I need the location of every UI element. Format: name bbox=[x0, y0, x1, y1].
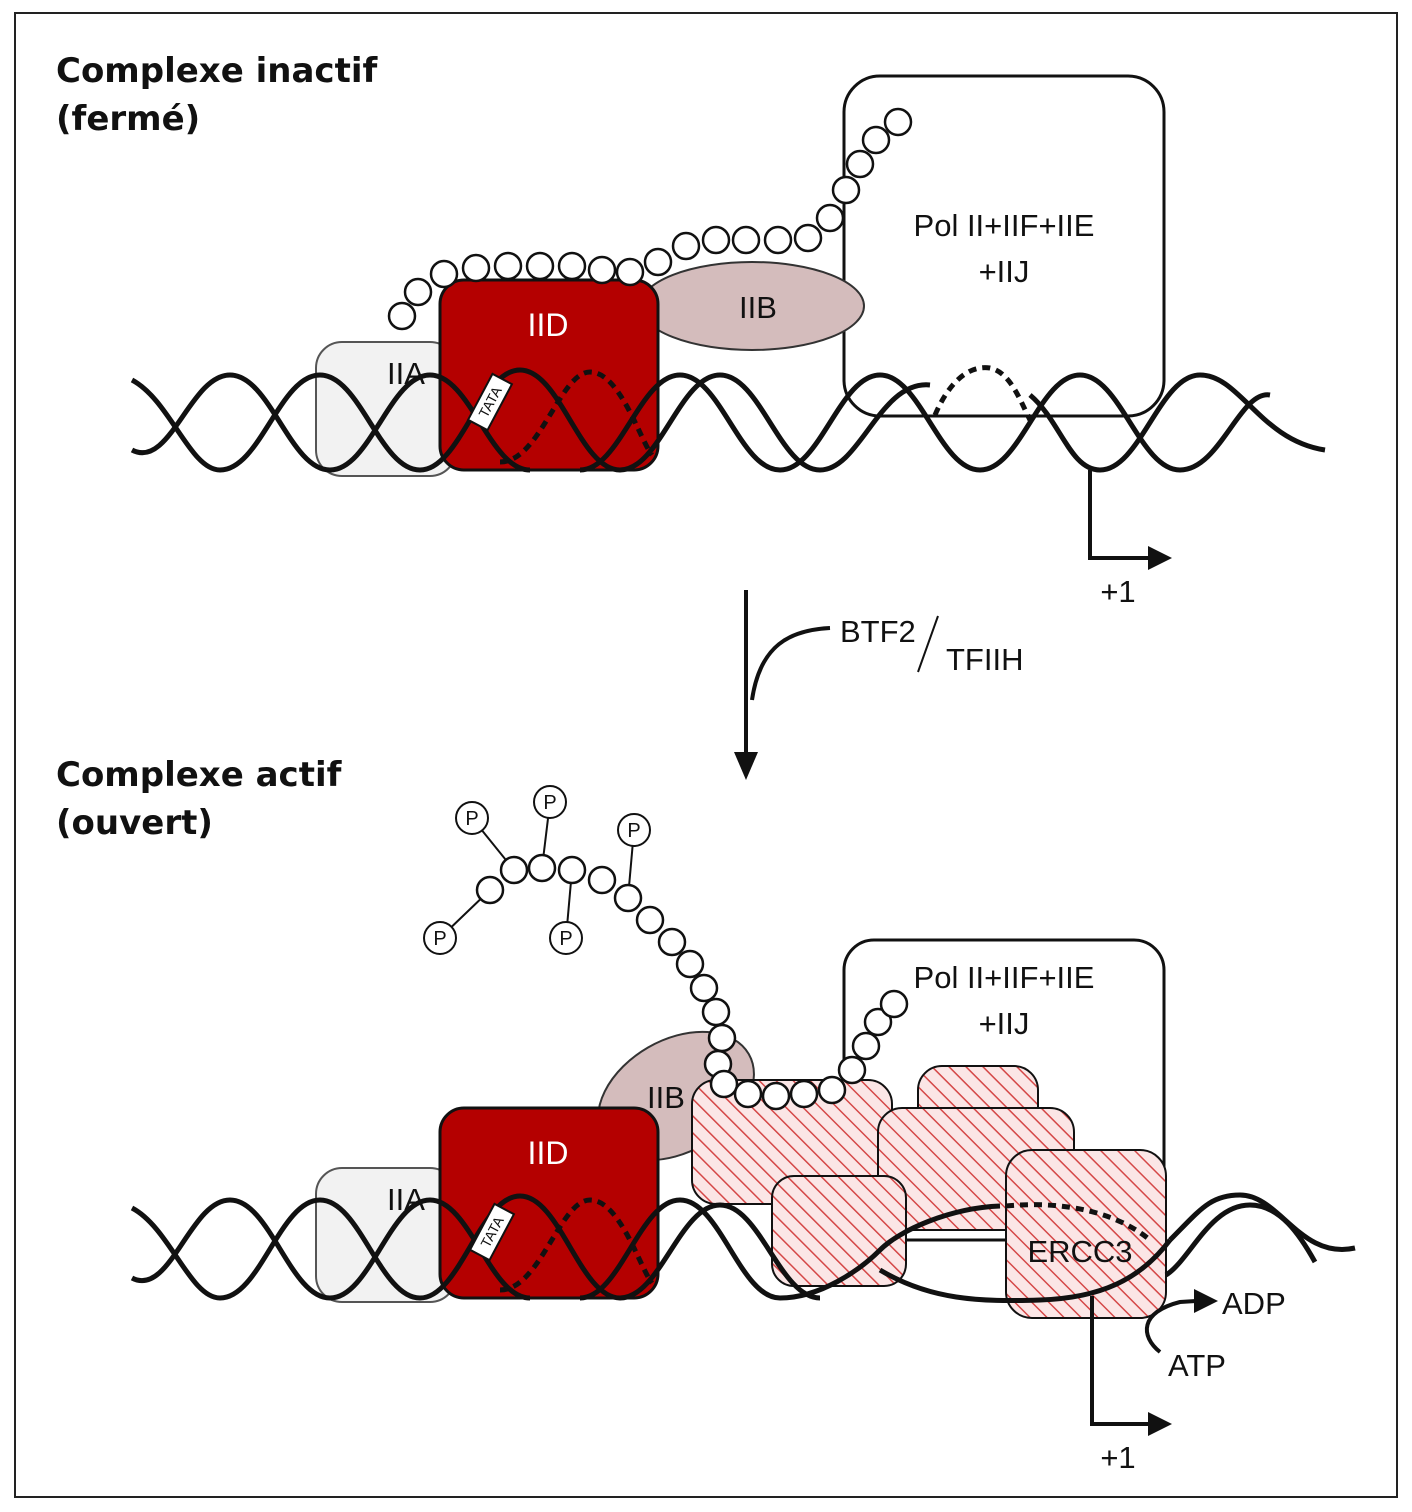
top-pol-label-line2: +IIJ bbox=[979, 254, 1030, 289]
phosphate-label: P bbox=[433, 928, 446, 950]
bottom-iid-label: IID bbox=[528, 1135, 569, 1171]
ctd-bead bbox=[689, 973, 719, 1003]
ctd-bead bbox=[587, 255, 617, 285]
ctd-bead bbox=[837, 1055, 867, 1085]
ctd-bead bbox=[557, 251, 587, 281]
phosphate-circle bbox=[617, 813, 651, 847]
bottom-start-arrow bbox=[1090, 1296, 1172, 1436]
top-pol-label-line1: Pol II+IIF+IIE bbox=[914, 208, 1095, 243]
bottom-phosphate-groups: P P P P P bbox=[423, 785, 651, 955]
top-iid-label: IID bbox=[528, 307, 569, 343]
ctd-bead bbox=[789, 1079, 819, 1109]
top-dna-dashed-iid bbox=[499, 369, 655, 465]
ctd-bead bbox=[635, 905, 665, 935]
ctd-bead bbox=[763, 225, 793, 255]
ctd-bead bbox=[675, 949, 705, 979]
ctd-bead bbox=[387, 301, 417, 331]
top-dna-dashed-pol bbox=[932, 365, 1033, 422]
ctd-bead bbox=[761, 1081, 791, 1111]
phosphate-circle bbox=[455, 801, 489, 835]
top-dna-helix bbox=[130, 367, 1326, 473]
ctd-bead bbox=[815, 203, 845, 233]
ctd-bead bbox=[403, 277, 433, 307]
tfiih-subunits bbox=[691, 1065, 1167, 1319]
ctd-bead bbox=[793, 223, 823, 253]
bottom-start-label: +1 bbox=[1100, 1440, 1135, 1475]
top-start-arrow bbox=[1088, 470, 1172, 570]
ctd-bead bbox=[475, 875, 505, 905]
ctd-bead bbox=[879, 989, 909, 1019]
ctd-bead bbox=[643, 247, 673, 277]
ctd-bead bbox=[527, 853, 557, 883]
ctd-bead bbox=[709, 1069, 739, 1099]
ctd-bead bbox=[525, 251, 555, 281]
bottom-pol-label-line1: Pol II+IIF+IIE bbox=[914, 960, 1095, 995]
ctd-bead bbox=[863, 1007, 893, 1037]
transition-arrow bbox=[734, 590, 831, 780]
figure-frame bbox=[14, 12, 1398, 1498]
phosphate-label: P bbox=[559, 928, 572, 950]
ctd-bead bbox=[861, 125, 891, 155]
ctd-bead bbox=[707, 1023, 737, 1053]
bottom-ctd-beads bbox=[475, 853, 909, 1111]
ctd-bead bbox=[817, 1075, 847, 1105]
phosphate-label: P bbox=[465, 808, 478, 830]
ctd-bead bbox=[831, 175, 861, 205]
ctd-bead bbox=[733, 1079, 763, 1109]
ctd-bead bbox=[671, 231, 701, 261]
top-heading-line2: (fermé) bbox=[56, 99, 200, 139]
ctd-bead bbox=[615, 257, 645, 287]
adp-label: ADP bbox=[1222, 1286, 1286, 1321]
top-start-label: +1 bbox=[1100, 574, 1135, 609]
ctd-bead bbox=[851, 1031, 881, 1061]
phosphate-label: P bbox=[627, 820, 640, 842]
ctd-bead bbox=[883, 107, 913, 137]
ctd-bead bbox=[701, 997, 731, 1027]
phosphate-circle bbox=[549, 921, 583, 955]
bottom-heading-line1: Complexe actif bbox=[56, 755, 343, 795]
phosphate-circle bbox=[423, 921, 457, 955]
ctd-bead bbox=[701, 225, 731, 255]
tfiih-subunit-4 bbox=[771, 1175, 907, 1287]
phosphate-label: P bbox=[543, 792, 556, 814]
transition-btf2: BTF2 bbox=[840, 614, 916, 649]
transition-slash bbox=[917, 615, 939, 673]
ctd-bead bbox=[429, 259, 459, 289]
atp-label: ATP bbox=[1168, 1348, 1226, 1383]
bottom-pol-label-line2: +IIJ bbox=[979, 1006, 1030, 1041]
ctd-bead bbox=[499, 855, 529, 885]
ctd-bead bbox=[461, 253, 491, 283]
ercc3-label: ERCC3 bbox=[1027, 1234, 1132, 1269]
phosphate-circle bbox=[533, 785, 567, 819]
transition-tfiih: TFIIH bbox=[946, 642, 1024, 677]
ctd-bead bbox=[657, 927, 687, 957]
top-iib-label: IIB bbox=[739, 290, 777, 325]
ctd-bead bbox=[587, 865, 617, 895]
bottom-iib-label: IIB bbox=[647, 1080, 685, 1115]
ctd-bead bbox=[557, 855, 587, 885]
ctd-bead bbox=[731, 225, 761, 255]
atp-adp-arrow bbox=[1144, 1289, 1218, 1354]
bottom-heading-line2: (ouvert) bbox=[56, 803, 213, 843]
bottom-dna-dashed-iid bbox=[499, 1197, 655, 1293]
ctd-bead bbox=[845, 149, 875, 179]
bottom-dna-dashed-open bbox=[1005, 1202, 1152, 1242]
top-pol-ii-box bbox=[842, 74, 1166, 418]
top-heading-line1: Complexe inactif bbox=[56, 51, 378, 91]
top-ctd-beads bbox=[387, 107, 913, 331]
ctd-bead bbox=[493, 251, 523, 281]
tfiih-subunit-ercc3 bbox=[1005, 1149, 1167, 1319]
bottom-dna-helix bbox=[130, 1192, 1356, 1304]
ctd-bead bbox=[613, 883, 643, 913]
